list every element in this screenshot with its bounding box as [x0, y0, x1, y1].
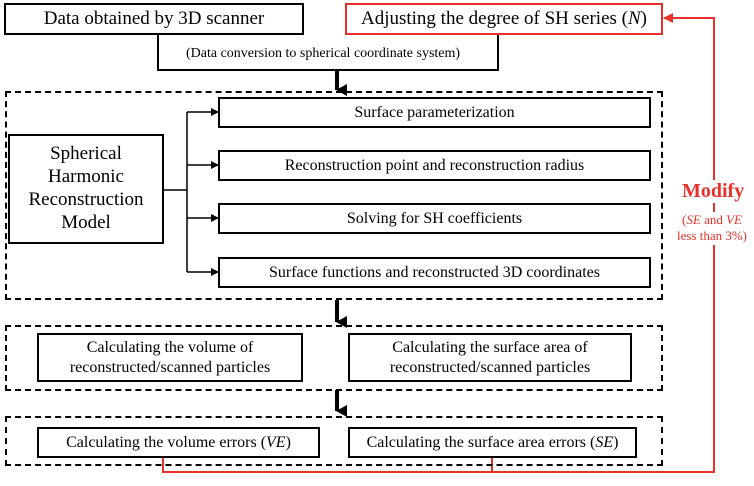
step-label-2: Reconstruction point and reconstruction …: [284, 156, 585, 174]
surface-error-label: Calculating the surface area errors (SE): [366, 433, 619, 451]
sh-model-box: Spherical Harmonic Reconstruction Model: [8, 134, 164, 244]
step-box-3: Solving for SH coefficients: [218, 203, 651, 234]
step-label-3: Solving for SH coefficients: [346, 209, 523, 227]
step-box-1: Surface parameterization: [218, 97, 651, 128]
modify-label: Modify: [680, 180, 747, 203]
calc-group: [5, 325, 663, 391]
surface-calc-box: Calculating the surface area of reconstr…: [348, 333, 632, 382]
adjust-degree-box: Adjusting the degree of SH series (N): [345, 3, 663, 35]
top-bracket: [157, 34, 499, 71]
step-label-1: Surface parameterization: [354, 103, 515, 121]
volume-error-label: Calculating the volume errors (VE): [66, 433, 291, 451]
model-group: [5, 91, 663, 300]
modify-condition: (SE and VE less than 3%): [670, 212, 754, 245]
step-box-4: Surface functions and reconstructed 3D c…: [218, 257, 651, 288]
sh-model-label: Spherical Harmonic Reconstruction Model: [28, 143, 144, 233]
feedback-loop: [162, 13, 715, 473]
surface-error-box: Calculating the surface area errors (SE): [348, 427, 637, 458]
step-label-4: Surface functions and reconstructed 3D c…: [269, 263, 600, 281]
surface-calc-label: Calculating the surface area of reconstr…: [389, 339, 591, 376]
volume-calc-label: Calculating the volume of reconstructed/…: [69, 339, 271, 376]
step-box-2: Reconstruction point and reconstruction …: [218, 150, 651, 181]
scanner-data-box: Data obtained by 3D scanner: [4, 3, 304, 35]
volume-error-box: Calculating the volume errors (VE): [37, 427, 320, 458]
conversion-note: (Data conversion to spherical coordinate…: [186, 46, 461, 61]
scanner-data-label: Data obtained by 3D scanner: [43, 7, 265, 29]
volume-calc-box: Calculating the volume of reconstructed/…: [37, 333, 303, 382]
errors-group: [5, 416, 663, 466]
adjust-degree-label: Adjusting the degree of SH series (N): [360, 7, 647, 29]
